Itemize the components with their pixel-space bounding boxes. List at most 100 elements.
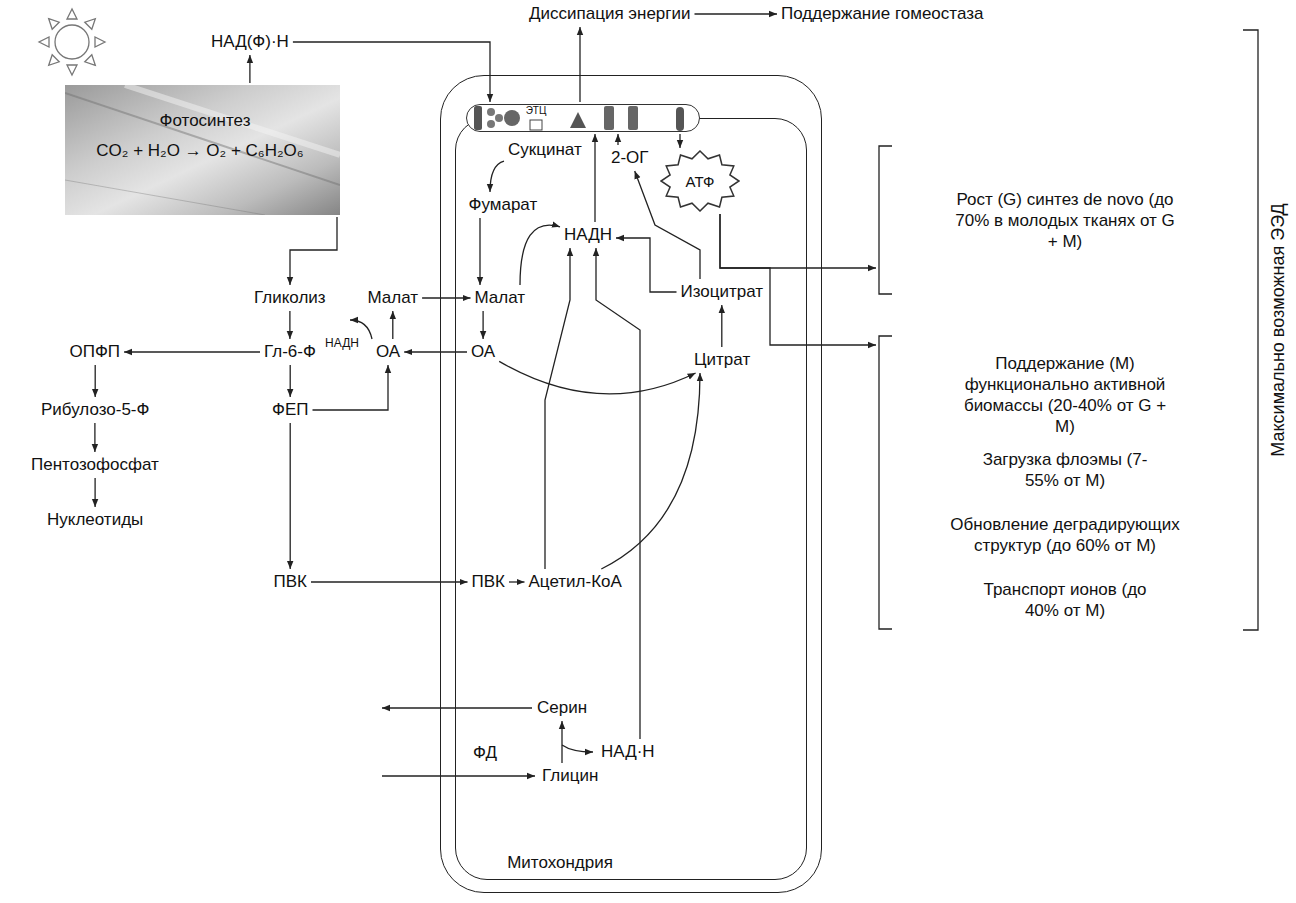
leaf-vein <box>65 180 265 215</box>
connector-arrow <box>545 248 570 569</box>
connector-arrow <box>561 721 562 763</box>
metabolite-label: Малат <box>366 287 421 309</box>
sun-ray <box>49 19 60 30</box>
connector-arrow <box>679 134 680 148</box>
node-text: Малат <box>368 288 419 307</box>
complex-rect <box>604 106 614 130</box>
node-text: Поддержание гомеостаза <box>781 4 983 23</box>
group-bracket <box>878 145 894 295</box>
connector-arrow <box>479 218 480 285</box>
metabolite-label: 2-ОГ <box>609 147 651 169</box>
metabolite-label: Серин <box>535 697 589 719</box>
outer-bracket <box>1243 30 1258 630</box>
pathway-label: Гликолиз <box>252 287 328 309</box>
node-text: Поддержание (M) функционально активной б… <box>955 353 1175 437</box>
pathway-label: ФД <box>473 742 497 763</box>
atp-synthase <box>676 107 684 131</box>
sun-ray <box>67 65 77 75</box>
node-text: ПВК <box>472 572 505 591</box>
connector-arrow <box>617 134 618 145</box>
node-text: НАД·Н <box>601 742 655 761</box>
connector-arrow <box>721 305 722 347</box>
complex-square <box>530 120 542 130</box>
metabolite-label: Сукцинат <box>506 139 584 161</box>
node-text: ОПФП <box>70 342 121 361</box>
connector-arrow <box>490 161 504 192</box>
cofactor-label: НАД(Ф)·Н <box>209 31 291 53</box>
sun-icon <box>39 9 105 75</box>
metabolite-label: Гл-6-Ф <box>262 341 318 363</box>
atp-star: АТФ <box>660 150 740 212</box>
connector-arrow <box>95 365 96 397</box>
connector-arrow <box>482 311 483 339</box>
node-text: ПВК <box>274 572 307 591</box>
node-text: НАД(Ф)·Н <box>211 32 289 51</box>
node-text: ФЕП <box>272 400 308 419</box>
node-text: Загрузка флоэмы (7-55% от M) <box>980 449 1150 491</box>
complex-triangle <box>570 112 586 128</box>
metabolite-label: Глицин <box>540 765 600 787</box>
node-text: CO₂ + H₂O → O₂ + C₆H₂O₆ <box>96 140 303 161</box>
connector-arrow <box>720 214 876 345</box>
metabolite-label: Рибулозо-5-Ф <box>39 399 151 421</box>
node-text: Сукцинат <box>508 140 582 159</box>
node-text: Серин <box>537 698 587 717</box>
bracket-title: Максимально возможная ЭЭД <box>1268 203 1289 456</box>
metabolite-label: Фумарат <box>467 194 540 216</box>
connector-arrow <box>422 297 470 298</box>
leaf-surface <box>65 85 340 215</box>
node-text: Гликолиз <box>254 288 326 307</box>
connector-arrow <box>124 351 260 352</box>
node-text: Ацетил-КоА <box>529 572 622 591</box>
connector-arrow <box>404 351 467 352</box>
node-text: Цитрат <box>694 350 750 369</box>
metabolite-label: Пентозофосфат <box>29 454 161 476</box>
connector-arrow <box>499 361 695 394</box>
complex-rect <box>474 106 482 130</box>
metabolite-label: ФЕП <box>270 399 310 421</box>
connector-arrow <box>289 311 290 339</box>
node-text: ОА <box>376 342 400 361</box>
sun-ray <box>85 19 96 30</box>
metabolite-label: Малат <box>473 287 528 309</box>
connector-arrow <box>720 214 876 268</box>
bracket-group: Рост (G) синтез de novo (до 70% в молоды… <box>878 145 1240 295</box>
node-text: Изоцитрат <box>681 282 764 301</box>
nadh-side-arrow <box>562 745 593 752</box>
metabolite-label: НАДН <box>562 224 614 246</box>
bracket-group: Поддержание (M) функционально активной б… <box>878 335 1240 630</box>
process-label: Поддержание гомеостаза <box>779 3 985 25</box>
sun-ray <box>39 37 49 47</box>
connector-arrow <box>520 225 560 285</box>
photo-panel: ФотосинтезCO₂ + H₂O → O₂ + C₆H₂O₆ <box>65 85 340 215</box>
metabolite-label: Нуклеотиды <box>45 509 145 531</box>
node-text: ЭТЦ <box>526 105 547 117</box>
node-text: Фумарат <box>469 195 538 214</box>
node-text: Диссипация энергии <box>529 4 691 23</box>
node-text: Фотосинтез <box>160 110 251 131</box>
node-text: НАДН <box>564 225 612 244</box>
connector-arrow <box>290 217 337 285</box>
connector-arrow <box>601 373 700 569</box>
serine-export-arrow <box>382 707 532 708</box>
connector-arrow <box>94 478 95 507</box>
metabolite-label: ОА <box>469 341 497 363</box>
etc-membrane: ЭТЦ <box>466 104 700 132</box>
connector-arrow <box>596 248 640 739</box>
node-text: Рибулозо-5-Ф <box>41 400 149 419</box>
metabolite-label: Изоцитрат <box>679 281 766 303</box>
connector-arrow <box>313 365 389 410</box>
node-text: Транспорт ионов (до 40% от M) <box>980 579 1150 621</box>
connector-arrow <box>579 27 580 102</box>
complex-dot <box>495 114 503 122</box>
metabolite-label: ОА <box>374 341 402 363</box>
group-bracket <box>878 335 894 630</box>
complex-rect <box>628 106 638 130</box>
node-text: Нуклеотиды <box>47 510 143 529</box>
cofactor-label: НАД·Н <box>599 741 657 763</box>
connector-arrow <box>290 423 291 569</box>
etc-complexes <box>466 104 700 132</box>
connector-arrow <box>509 581 525 582</box>
node-text: Обновление деградирующих структур (до 60… <box>940 514 1190 556</box>
